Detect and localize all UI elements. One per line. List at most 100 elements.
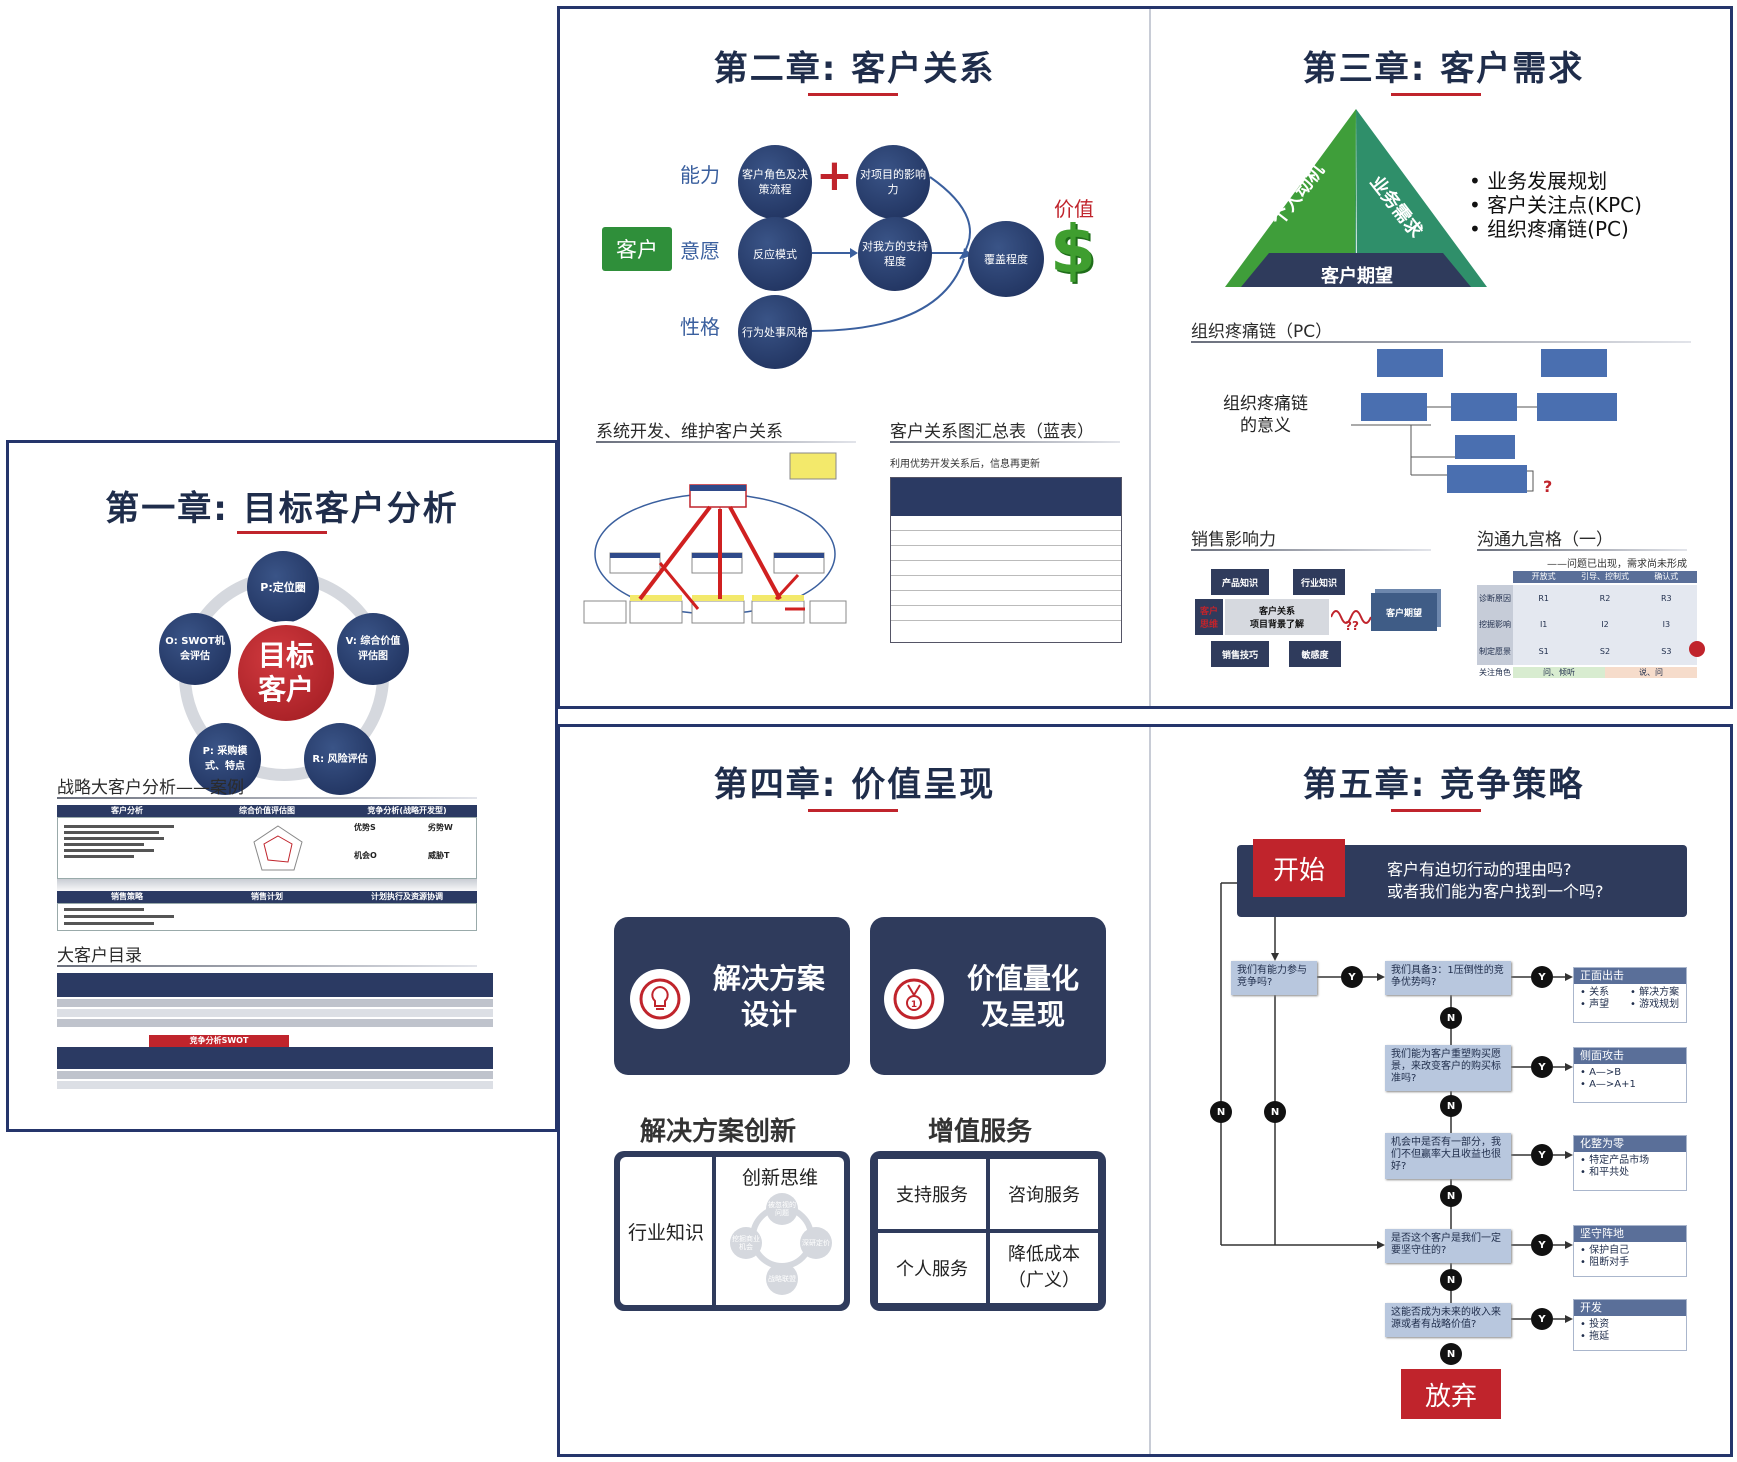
- start-label: 开始: [1253, 839, 1345, 897]
- no-marker: N: [1440, 1007, 1462, 1029]
- circle-support-level: 对我方的支持程度: [858, 217, 932, 291]
- pc-title: 组织疼痛链（PC）: [1191, 322, 1333, 342]
- cube-side: 客户 思维: [1195, 599, 1223, 635]
- q-advantage: 我们具备3：1压倒性的竞争优势吗?: [1385, 961, 1511, 995]
- no-marker: N: [1210, 1101, 1232, 1123]
- catalog-table-header: [57, 973, 493, 997]
- target-customer-center: 目标 客户: [234, 621, 338, 725]
- no-marker: N: [1440, 1095, 1462, 1117]
- cube-industry: 行业知识: [1293, 569, 1345, 595]
- cube-center: 客户关系 项目背景了解: [1225, 599, 1329, 635]
- chapter2: 第二章: 客户关系 客户 能力 意愿 性格 客户角色及决策流程 + 对项目的影响…: [560, 9, 1149, 706]
- relation-connectors: [809, 176, 972, 332]
- swot-bar: 竞争分析SWOT: [149, 1035, 289, 1047]
- spoke-value: V: 综合价值评估图: [337, 613, 409, 685]
- medal-icon: 1: [884, 969, 944, 1029]
- dollar-icon: $: [1050, 211, 1096, 288]
- ch3-bullets: • 业务发展规划 • 客户关注点(KPC) • 组织疼痛链(PC): [1469, 169, 1642, 241]
- pain-chain-diagram: [1351, 345, 1681, 495]
- chapter3-title: 第三章: 客户需求: [1302, 49, 1585, 89]
- spoke-procurement: P: 采购模式、特点: [189, 723, 261, 795]
- spoke-risk: R: 风险评估: [304, 723, 376, 795]
- no-marker: N: [1440, 1343, 1462, 1365]
- no-marker: N: [1264, 1101, 1286, 1123]
- chapter4: 第四章: 价值呈现 解决方案 设计 1 价值量化 及呈现 解决方案创新 增值服务…: [560, 727, 1149, 1454]
- innovation-box: 行业知识 创新思维 被忽视的问题 深研定价 战略联盟 挖掘商业机会: [614, 1151, 850, 1311]
- tri-bottom-label: 客户期望: [1321, 266, 1393, 287]
- result-flank-attack: 侧面攻击 • A—>B • A—>A+1: [1573, 1047, 1687, 1103]
- cube-skill: 销售技巧: [1211, 641, 1269, 667]
- circle-coverage: 覆盖程度: [968, 221, 1044, 297]
- chapter3: 第三章: 客户需求 个人动机 业务需求 客户期望 • 业务发展规划 • 客户关注…: [1151, 9, 1730, 706]
- q-future-revenue: 这能否成为未来的收入来源或者有战略价值?: [1385, 1303, 1511, 1337]
- chapter1-title: 第一章: 目标客户分析: [105, 489, 459, 529]
- q-partial-win: 机会中是否有一部分，我们不但赢率大且收益也很好?: [1385, 1133, 1511, 1179]
- catalog-title: 大客户目录: [57, 946, 142, 966]
- case-table-body: 优势S 劣势W 机会O 威胁T: [57, 817, 477, 879]
- customer-box: 客户: [602, 227, 672, 271]
- top-panel: 第二章: 客户关系 客户 能力 意愿 性格 客户角色及决策流程 + 对项目的影响…: [557, 6, 1733, 709]
- chapter2-title: 第二章: 客户关系: [713, 49, 996, 89]
- value-added-services: 支持服务 咨询服务 个人服务 降低成本 （广义）: [870, 1151, 1106, 1311]
- plus-sign: +: [816, 150, 853, 201]
- yes-marker: Y: [1531, 1144, 1553, 1166]
- expectation-triangle: [1225, 109, 1487, 287]
- spoke-positioning: P:定位圈: [247, 551, 319, 623]
- chapter5-title: 第五章: 竞争策略: [1302, 765, 1585, 805]
- pc-question: ?: [1543, 477, 1553, 496]
- sales-cubes: 产品知识 行业知识 客户 思维 客户关系 项目背景了解 销售技巧 敏感度 ?? …: [1191, 565, 1441, 677]
- relation-summary-table: [890, 477, 1122, 643]
- circle-reaction-mode: 反应模式: [738, 217, 812, 291]
- case-table-header: [57, 805, 477, 817]
- nine-grid-title: 沟通九宫格（一）: [1477, 530, 1613, 550]
- solution-design-box: 解决方案 设计: [614, 917, 850, 1075]
- bulb-icon: [630, 969, 690, 1029]
- yes-marker: Y: [1531, 1056, 1553, 1078]
- result-frontal-attack: 正面出击 • 关系 • 解决方案 • 声望 • 游戏规划: [1573, 967, 1687, 1023]
- bottom-panel: 第四章: 价值呈现 解决方案 设计 1 价值量化 及呈现 解决方案创新 增值服务…: [557, 724, 1733, 1457]
- pc-meaning: 组织疼痛链 的意义: [1223, 394, 1308, 436]
- result-hold-ground: 坚守阵地 • 保护自己 • 阻断对手: [1573, 1225, 1687, 1277]
- case-title: 战略大客户分析——案例: [57, 778, 244, 798]
- circle-behavior-style: 行为处事风格: [738, 295, 812, 369]
- cube-sensitivity: 敏感度: [1289, 641, 1341, 667]
- ch2-sub1: 系统开发、维护客户关系: [596, 422, 783, 442]
- radar-chart-icon: [253, 825, 303, 871]
- value-label: 价值: [1054, 197, 1094, 221]
- label-ability: 能力: [680, 163, 720, 187]
- no-marker: N: [1440, 1269, 1462, 1291]
- nine-grid-sub: ——问题已出现，需求尚未形成: [1547, 559, 1687, 570]
- value-quantify-box: 1 价值量化 及呈现: [870, 917, 1106, 1075]
- cube-qq: ??: [1345, 619, 1359, 633]
- ch4-sub2: 增值服务: [928, 1117, 1033, 1147]
- circle-project-influence: 对项目的影响力: [856, 145, 930, 219]
- ch4-sub1: 解决方案创新: [640, 1117, 797, 1147]
- spoke-swot: O: SWOT机会评估: [159, 613, 231, 685]
- yes-marker: Y: [1531, 966, 1553, 988]
- chapter1-panel: 第一章: 目标客户分析 P:定位圈 V: 综合价值评估图 R: 风险评估 P: …: [6, 440, 558, 1132]
- ch2-sub2-note: 利用优势开发关系后，信息再更新: [890, 459, 1040, 470]
- yes-marker: Y: [1341, 966, 1363, 988]
- chapter1-underline: [237, 531, 327, 534]
- sales-title: 销售影响力: [1191, 530, 1276, 550]
- circle-role-decision: 客户角色及决策流程: [738, 145, 812, 219]
- no-marker: N: [1440, 1185, 1462, 1207]
- svg-text:1: 1: [911, 1000, 917, 1010]
- yes-marker: Y: [1531, 1308, 1553, 1330]
- cube-expectation: 客户期望: [1371, 593, 1437, 631]
- chapter4-title: 第四章: 价值呈现: [713, 765, 996, 805]
- target-wheel: P:定位圈 V: 综合价值评估图 R: 风险评估 P: 采购模式、特点 O: S…: [159, 551, 409, 801]
- q-reshape-vision: 我们能为客户重塑购买愿景，来改变客户的购买标准吗?: [1385, 1045, 1511, 1091]
- innovation-cycle: 被忽视的问题 深研定价 战略联盟 挖掘商业机会: [730, 1193, 832, 1297]
- q-must-hold: 是否这个客户是我们一定要坚守住的?: [1385, 1229, 1511, 1263]
- result-develop: 开发 • 投资 • 拖延: [1573, 1299, 1687, 1351]
- label-character: 性格: [680, 315, 720, 339]
- relation-network-diagram: [580, 449, 850, 659]
- cube-product: 产品知识: [1211, 569, 1269, 595]
- nine-grid: 开放式 引导、控制式 确认式 诊断原因 挖掘影响 制定愿景 R1 R2 R3 I…: [1477, 571, 1705, 679]
- start-banner: 开始 客户有迫切行动的理由吗? 或者我们能为客户找到一个吗?: [1237, 839, 1687, 917]
- label-willingness: 意愿: [680, 239, 720, 263]
- yes-marker: Y: [1531, 1234, 1553, 1256]
- ch2-sub2: 客户关系图汇总表（蓝表）: [890, 422, 1094, 442]
- chapter5: 第五章: 竞争策略 开始 客户有迫切行动的理由吗? 或者我们能为客户找到一个吗?: [1151, 727, 1730, 1454]
